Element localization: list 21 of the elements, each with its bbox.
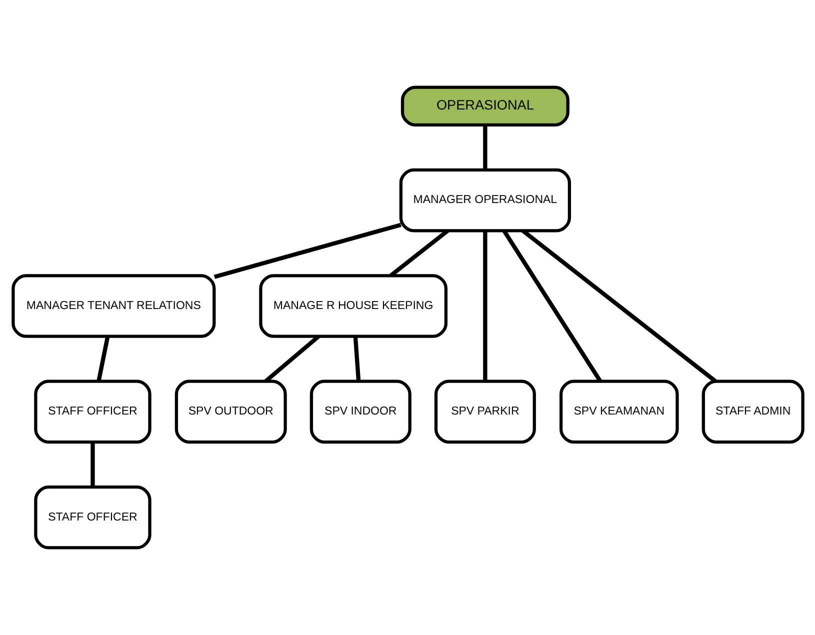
connector — [520, 229, 716, 383]
connector — [352, 336, 360, 382]
connector — [482, 230, 487, 382]
connector — [96, 336, 110, 382]
node-box: STAFF OFFICER — [34, 380, 151, 444]
node-box: SPV OUTDOOR — [174, 380, 286, 444]
connector — [502, 230, 602, 382]
node-box: MANAGE R HOUSE KEEPING — [258, 274, 447, 338]
connector — [482, 125, 487, 170]
node-box: SPV PARKIR — [434, 380, 536, 444]
connector — [264, 334, 320, 383]
node-box: MANAGER OPERASIONAL — [398, 168, 570, 232]
node-box: SPV INDOOR — [309, 380, 411, 444]
connector — [90, 442, 94, 487]
node-box: SPV KEAMANAN — [558, 380, 678, 444]
node-box: OPERASIONAL — [400, 86, 569, 126]
node-box: MANAGER TENANT RELATIONS — [11, 274, 216, 338]
connector — [389, 229, 449, 278]
node-box: STAFF ADMIN — [701, 380, 804, 444]
connector — [213, 222, 401, 279]
node-box: STAFF OFFICER — [34, 485, 151, 550]
